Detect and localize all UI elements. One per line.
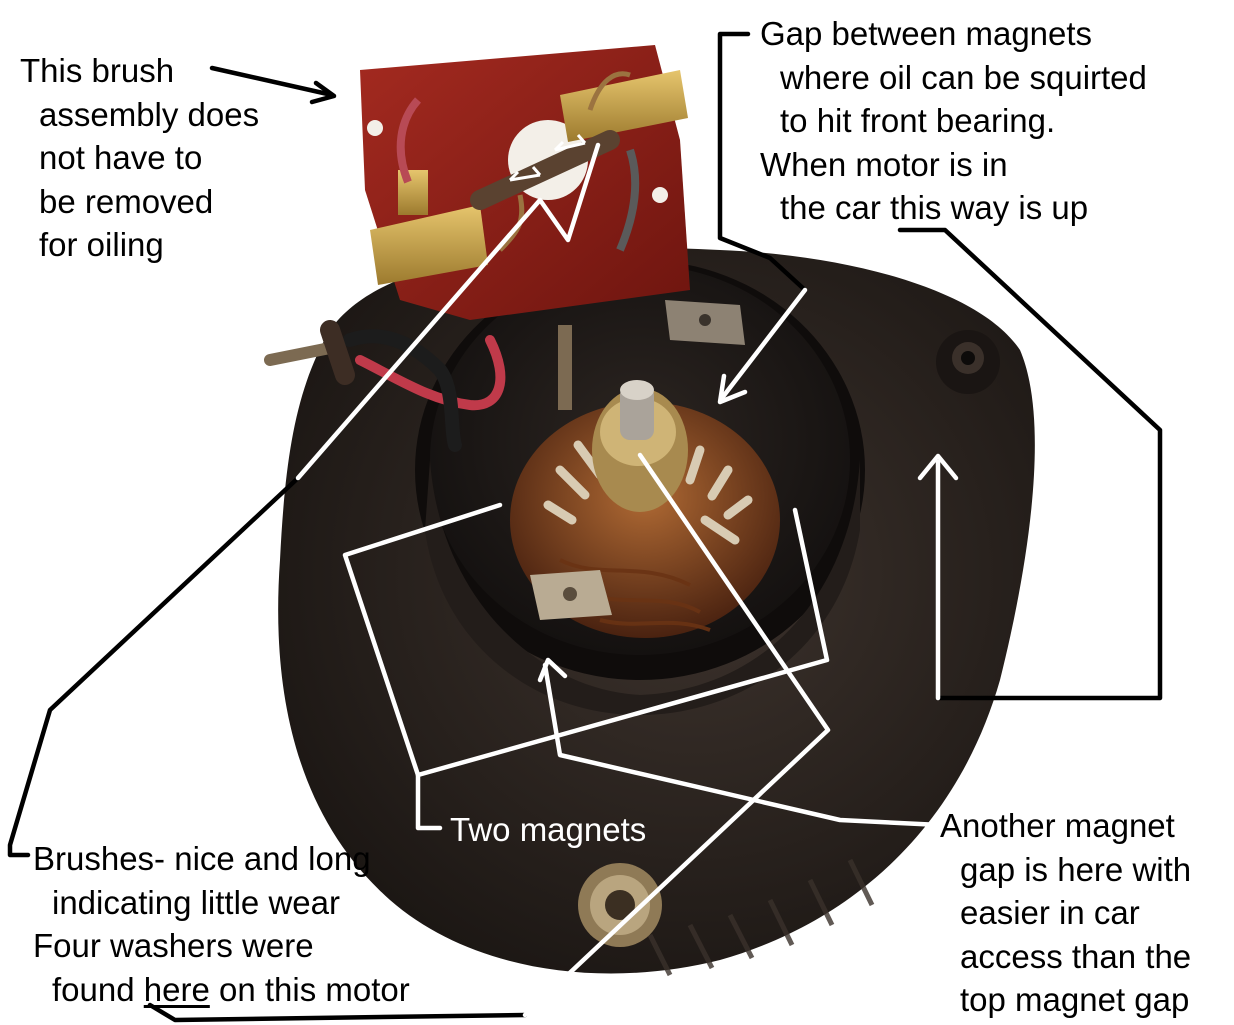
brush-label-line-3: not have to <box>39 139 203 176</box>
two-magnets-label: Two magnets <box>450 811 647 848</box>
another-gap-label: Another magnet gap is here with easier i… <box>940 804 1191 1022</box>
mount-washer-bottom <box>578 863 662 947</box>
brush-direction-arrows <box>508 134 587 182</box>
brushes-here-word: here <box>143 970 210 1008</box>
mount-bolt-right <box>936 330 1000 394</box>
brushes-line-3: Four washers were <box>33 927 314 964</box>
brushes-line-4-pre: found <box>52 970 144 1008</box>
another-gap-line-5: top magnet gap <box>960 981 1190 1018</box>
brushes-label: Brushes- nice and long indicating little… <box>33 837 410 1011</box>
armature <box>510 380 780 638</box>
annotation-lines-light <box>295 142 959 1018</box>
annotation-lines-dark <box>7 31 1163 1023</box>
brush-label-line-1: This brush <box>20 52 175 89</box>
brush-label-line-2: assembly does <box>39 95 260 133</box>
top-gap-label: Gap between magnets where oil can be squ… <box>760 12 1147 230</box>
brush-label-line-4: be removed <box>39 182 214 220</box>
top-gap-line-3: to hit front bearing. <box>780 102 1056 139</box>
brushes-line-4: found here on this motor <box>33 968 410 1012</box>
brush-assembly <box>360 45 690 320</box>
top-gap-line-4: When motor is in <box>760 145 1008 183</box>
wires <box>264 320 506 452</box>
brushes-line-4-post: on this motor <box>209 970 410 1008</box>
brushes-line-2: indicating little wear <box>52 883 340 921</box>
another-gap-line-4: access than the <box>960 937 1192 975</box>
brush-assembly-label: This brush assembly does not have to be … <box>20 49 259 267</box>
another-gap-line-2: gap is here with <box>960 850 1192 888</box>
top-gap-line-2: where oil can be squirted <box>780 58 1147 96</box>
top-gap-line-5: the car this way is up <box>780 189 1089 226</box>
another-gap-line-3: easier in car <box>960 894 1140 931</box>
brush-label-line-5: for oiling <box>39 226 164 263</box>
brushes-line-1: Brushes- nice and long <box>33 840 371 877</box>
another-gap-line-1: Another magnet <box>940 807 1175 844</box>
top-gap-line-1: Gap between magnets <box>760 15 1093 52</box>
